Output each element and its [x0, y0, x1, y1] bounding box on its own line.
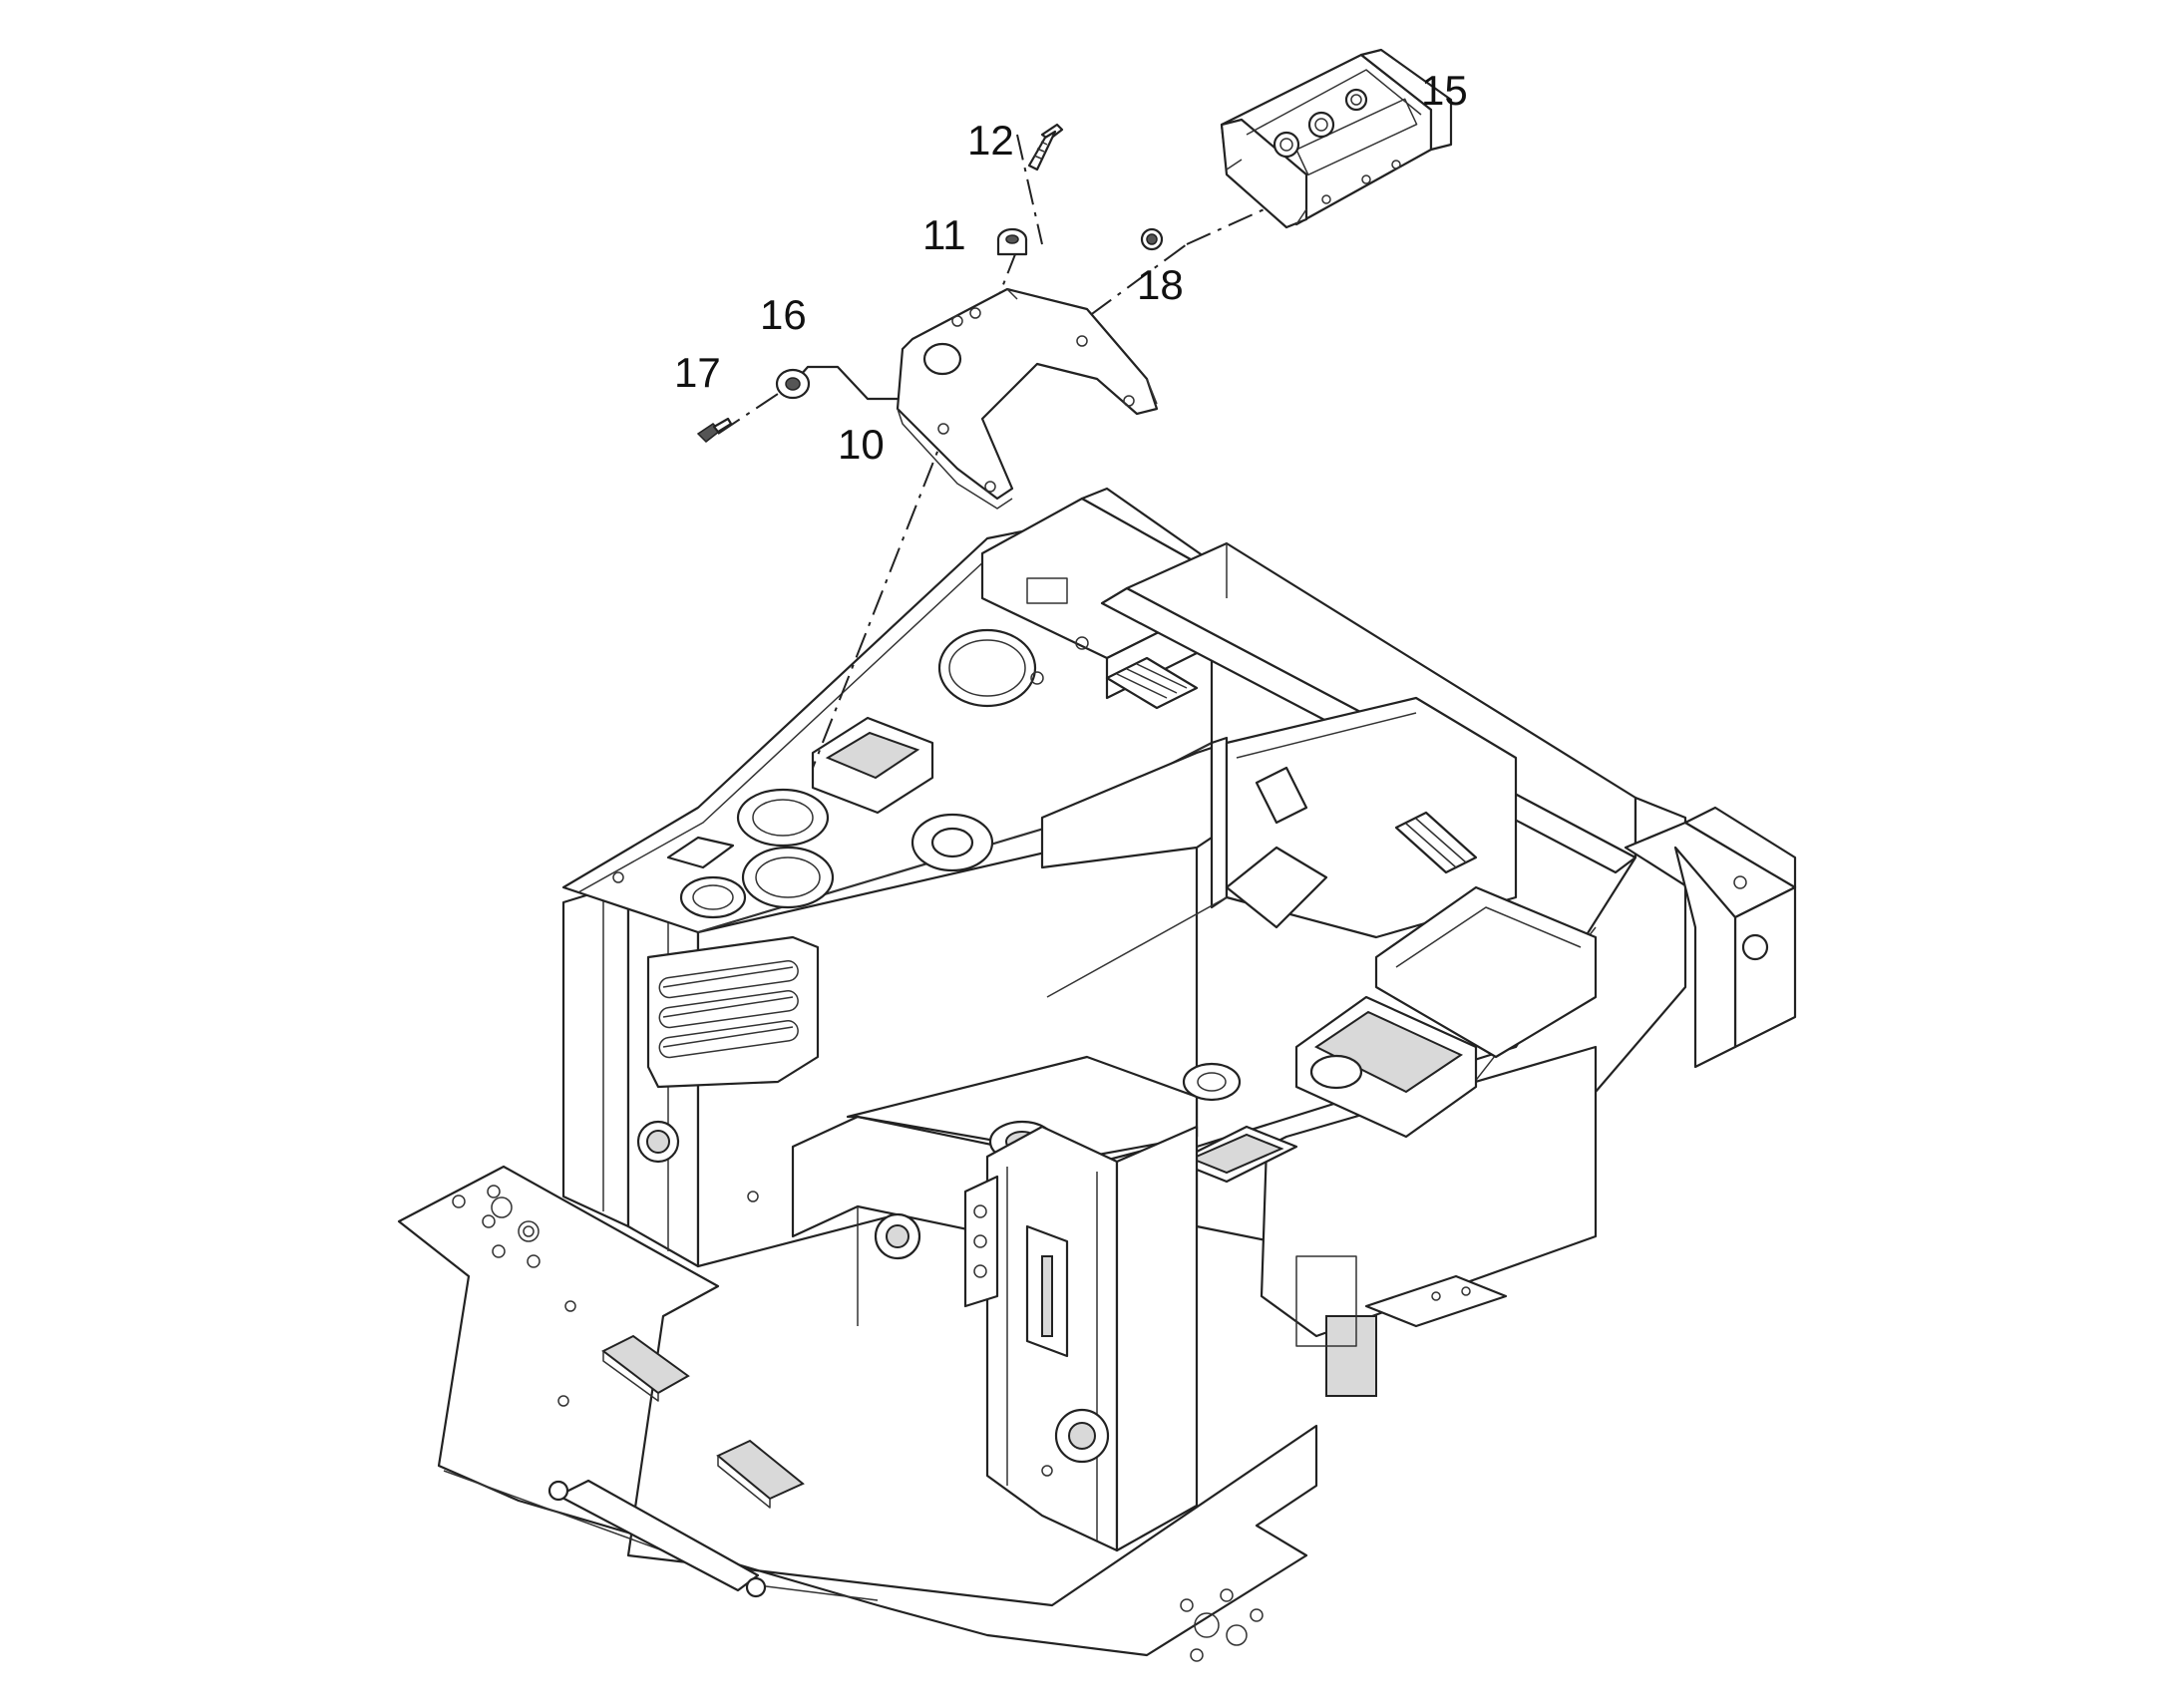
base-plate — [397, 1165, 1318, 1662]
bolt-17 — [696, 417, 733, 444]
washer-18 — [1140, 227, 1164, 251]
washer-16 — [775, 368, 811, 400]
callout-11: 11 — [922, 211, 966, 258]
callouts: 15 12 11 18 16 17 10 — [674, 67, 1468, 468]
front-tower — [963, 1125, 1199, 1552]
callout-17: 17 — [674, 349, 721, 396]
callout-12: 12 — [967, 117, 1014, 164]
mounting-bracket — [896, 287, 1159, 510]
callout-15: 15 — [1421, 67, 1468, 114]
left-arm-features — [612, 628, 1089, 919]
callout-18: 18 — [1137, 261, 1184, 308]
callout-10: 10 — [838, 421, 885, 468]
control-box — [1220, 48, 1453, 229]
nut-11 — [996, 227, 1028, 256]
right-arm-features — [988, 656, 1598, 1203]
screw-12 — [1027, 123, 1064, 171]
base-plate-holes — [452, 1185, 1264, 1662]
callout-16: 16 — [760, 291, 807, 338]
